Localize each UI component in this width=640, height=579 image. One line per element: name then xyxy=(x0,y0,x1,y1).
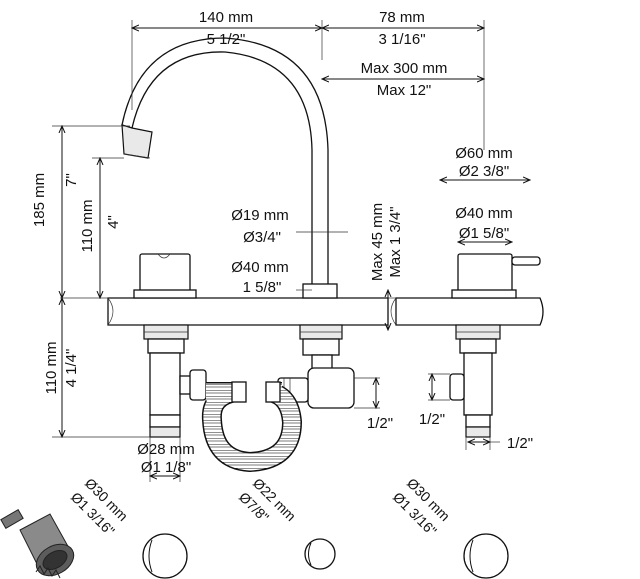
below-deck-mm: 110 mm xyxy=(43,341,60,394)
thread-right-outer: 1/2" xyxy=(507,435,533,452)
hole-2: Ø22 mm Ø7/8" xyxy=(236,475,336,570)
spout-base-dia-mm: Ø40 mm xyxy=(231,259,289,276)
valve-body-dia-in: Ø1 1/8" xyxy=(141,459,191,476)
hole-3: Ø30 mm Ø1 3/16" xyxy=(390,475,509,579)
total-height-mm: 185 mm xyxy=(31,173,48,227)
center-tee xyxy=(277,324,355,409)
spout-reach-in: 5 1/2" xyxy=(207,31,246,48)
max-deck-in: Max 1 3/4" xyxy=(387,206,404,277)
deck-slab-left xyxy=(107,297,389,326)
total-height-in: 7" xyxy=(63,173,80,187)
max-spacing-in: Max 12" xyxy=(377,82,432,99)
valve-body-dia-mm: Ø28 mm xyxy=(137,441,195,458)
braided-hose xyxy=(201,381,303,473)
hole-saw-icon xyxy=(0,508,75,579)
handle-top-dia-in: Ø2 3/8" xyxy=(459,163,509,180)
handle-dia-mm: Ø40 mm xyxy=(455,205,513,222)
right-valve-body xyxy=(449,324,501,438)
outlet-height-in: 4" xyxy=(105,215,122,229)
outlet-height-mm: 110 mm xyxy=(79,199,96,252)
handle-dia-in: Ø1 5/8" xyxy=(459,225,509,242)
left-handle xyxy=(133,253,197,299)
side-offset-in: 3 1/16" xyxy=(378,31,425,48)
spout xyxy=(121,37,338,299)
right-handle xyxy=(451,253,541,299)
deck-slab-right xyxy=(390,297,544,326)
max-deck-mm: Max 45 mm xyxy=(369,203,386,281)
side-offset-mm: 78 mm xyxy=(379,9,425,26)
dimension-lines xyxy=(52,20,530,482)
spout-reach-mm: 140 mm xyxy=(199,9,253,26)
below-deck-in: 4 1/4" xyxy=(63,349,80,388)
spout-tube-dia-mm: Ø19 mm xyxy=(231,207,289,224)
thread-right-inner: 1/2" xyxy=(419,411,445,428)
spout-base-dia-in: 1 5/8" xyxy=(243,279,282,296)
left-valve-body xyxy=(143,324,207,438)
thread-center: 1/2" xyxy=(367,415,393,432)
hole-1: Ø30 mm Ø1 3/16" xyxy=(68,475,188,579)
handle-top-dia-mm: Ø60 mm xyxy=(455,145,513,162)
max-spacing-mm: Max 300 mm xyxy=(361,60,448,77)
spout-tube-dia-in: Ø3/4" xyxy=(243,229,281,246)
